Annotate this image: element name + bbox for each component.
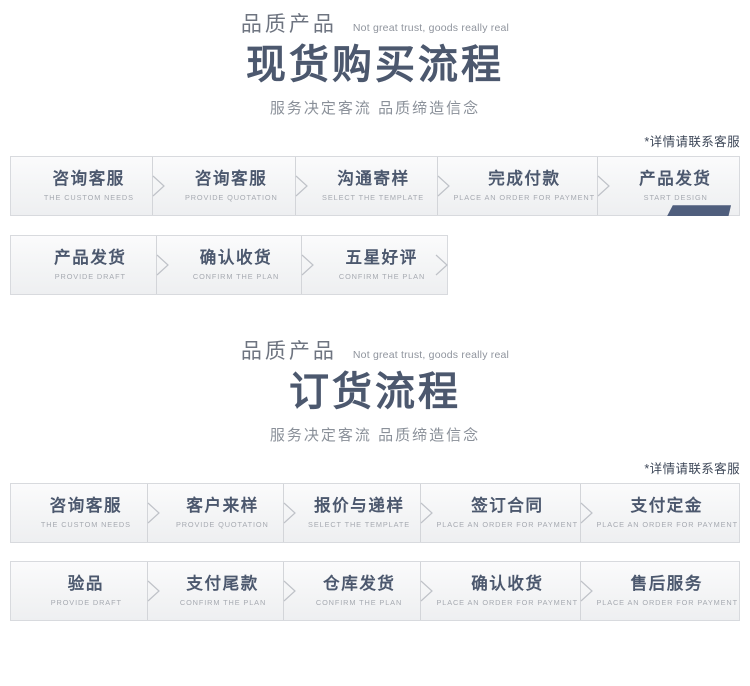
chevron-right-end-icon bbox=[435, 254, 448, 276]
flow-step[interactable]: 完成付款 PLACE AN ORDER FOR PAYMENT bbox=[437, 157, 596, 216]
eyebrow-en-text: Not great trust, goods really real bbox=[352, 22, 510, 34]
step-title: 报价与递样 bbox=[314, 497, 405, 516]
flow-step[interactable]: 确认收货 PLACE AN ORDER FOR PAYMENT bbox=[420, 562, 579, 621]
section-header: 品质产品 Not great trust, goods really real … bbox=[0, 335, 750, 445]
step-caption: PLACE AN ORDER FOR PAYMENT bbox=[596, 520, 738, 530]
step-title: 确认收货 bbox=[471, 575, 544, 594]
flow-step[interactable]: 五星好评 CONFIRM THE PLAN bbox=[301, 236, 448, 295]
page-title: 现货购买流程 bbox=[246, 43, 504, 87]
flow-step[interactable]: 支付尾款 CONFIRM THE PLAN bbox=[146, 562, 284, 621]
step-caption: SELECT THE TEMPLATE bbox=[308, 520, 411, 530]
flow-step[interactable]: 沟通寄样 SELECT THE TEMPLATE bbox=[294, 157, 437, 216]
chevron-right-icon bbox=[420, 580, 434, 602]
step-caption: PLACE AN ORDER FOR PAYMENT bbox=[436, 598, 579, 608]
step-title: 产品发货 bbox=[639, 170, 712, 189]
step-title: 咨询客服 bbox=[52, 170, 125, 189]
flow-row: 咨询客服 THE CUSTOM NEEDS 咨询客服 PROVIDE QUOTA… bbox=[10, 156, 740, 217]
flow-step[interactable]: 咨询客服 THE CUSTOM NEEDS bbox=[11, 157, 152, 215]
flow-step[interactable]: 售后服务 PLACE AN ORDER FOR PAYMENT bbox=[579, 562, 739, 621]
flow-row: 产品发货 PROVIDE DRAFT 确认收货 CONFIRM THE PLAN… bbox=[10, 235, 448, 296]
step-caption: PLACE AN ORDER FOR PAYMENT bbox=[453, 193, 596, 203]
eyebrow-cn-text: 品质产品 bbox=[240, 13, 337, 36]
step-title: 签订合同 bbox=[471, 497, 544, 516]
step-caption: THE CUSTOM NEEDS bbox=[43, 193, 134, 203]
chevron-right-icon bbox=[152, 175, 166, 197]
step-title: 产品发货 bbox=[54, 249, 127, 268]
chevron-right-icon bbox=[597, 175, 610, 197]
step-caption: PROVIDE QUOTATION bbox=[184, 193, 278, 203]
chevron-right-icon bbox=[295, 175, 308, 197]
step-caption: SELECT THE TEMPLATE bbox=[322, 193, 425, 203]
flow-step[interactable]: 咨询客服 PROVIDE QUOTATION bbox=[152, 157, 294, 216]
flow-step[interactable]: 咨询客服 THE CUSTOM NEEDS bbox=[11, 484, 147, 542]
step-title: 仓库发货 bbox=[323, 575, 396, 594]
step-title: 完成付款 bbox=[488, 170, 561, 189]
step-title: 五星好评 bbox=[345, 249, 418, 268]
step-title: 确认收货 bbox=[199, 249, 273, 268]
accent-tab-decoration bbox=[667, 205, 732, 217]
step-caption: CONFIRM THE PLAN bbox=[338, 272, 425, 282]
contact-note: *详情请联系客服 bbox=[644, 135, 740, 150]
step-caption: PLACE AN ORDER FOR PAYMENT bbox=[436, 520, 579, 530]
flow-row: 验品 PROVIDE DRAFT 支付尾款 CONFIRM THE PLAN 仓… bbox=[10, 561, 740, 622]
step-title: 客户来样 bbox=[186, 497, 259, 516]
step-caption: PROVIDE DRAFT bbox=[50, 598, 122, 608]
flow-row: 咨询客服 THE CUSTOM NEEDS 客户来样 PROVIDE QUOTA… bbox=[10, 483, 740, 544]
section-header: 品质产品 Not great trust, goods really real … bbox=[0, 0, 750, 118]
contact-note: *详情请联系客服 bbox=[644, 462, 740, 477]
section-order-process: 品质产品 Not great trust, goods really real … bbox=[0, 335, 750, 622]
step-caption: CONFIRM THE PLAN bbox=[316, 598, 403, 608]
section-in-stock-purchase: 品质产品 Not great trust, goods really real … bbox=[0, 0, 750, 296]
step-caption: PLACE AN ORDER FOR PAYMENT bbox=[596, 598, 738, 608]
step-caption: THE CUSTOM NEEDS bbox=[40, 520, 131, 530]
page-title: 订货流程 bbox=[289, 370, 461, 415]
header-eyebrow: 品质产品 Not great trust, goods really real bbox=[0, 8, 750, 38]
step-caption: START DESIGN bbox=[643, 193, 708, 203]
flow-step[interactable]: 仓库发货 CONFIRM THE PLAN bbox=[283, 562, 420, 621]
chevron-right-icon bbox=[147, 502, 160, 524]
step-title: 售后服务 bbox=[630, 575, 704, 594]
chevron-right-icon bbox=[156, 254, 169, 276]
chevron-right-icon bbox=[301, 254, 315, 276]
chevron-right-icon bbox=[147, 580, 160, 602]
step-title: 支付尾款 bbox=[186, 575, 259, 594]
page-subtitle: 服务决定客流 品质缔造信念 bbox=[269, 427, 481, 445]
flow-step[interactable]: 产品发货 START DESIGN bbox=[596, 157, 739, 217]
flow-step[interactable]: 报价与递样 SELECT THE TEMPLATE bbox=[283, 484, 420, 543]
step-title: 支付定金 bbox=[630, 497, 704, 516]
flow-step[interactable]: 确认收货 CONFIRM THE PLAN bbox=[155, 236, 302, 295]
chevron-right-icon bbox=[580, 502, 593, 524]
step-caption: PROVIDE DRAFT bbox=[54, 272, 126, 282]
eyebrow-cn-text: 品质产品 bbox=[240, 340, 337, 364]
step-caption: PROVIDE QUOTATION bbox=[176, 520, 269, 530]
promo-flow-page: 品质产品 Not great trust, goods really real … bbox=[0, 0, 750, 622]
flow-step[interactable]: 签订合同 PLACE AN ORDER FOR PAYMENT bbox=[420, 484, 579, 543]
page-subtitle: 服务决定客流 品质缔造信念 bbox=[269, 100, 481, 118]
chevron-right-icon bbox=[437, 175, 451, 197]
flow-step[interactable]: 客户来样 PROVIDE QUOTATION bbox=[146, 484, 284, 543]
header-eyebrow: 品质产品 Not great trust, goods really real bbox=[0, 335, 750, 365]
chevron-right-icon bbox=[420, 502, 434, 524]
flow-step[interactable]: 产品发货 PROVIDE DRAFT bbox=[11, 236, 156, 294]
step-caption: CONFIRM THE PLAN bbox=[179, 598, 266, 608]
flow-step[interactable]: 验品 PROVIDE DRAFT bbox=[11, 562, 147, 620]
step-caption: CONFIRM THE PLAN bbox=[192, 272, 280, 282]
chevron-right-icon bbox=[283, 502, 297, 524]
chevron-right-icon bbox=[580, 580, 593, 602]
step-title: 沟通寄样 bbox=[337, 170, 410, 189]
step-title: 咨询客服 bbox=[194, 170, 268, 189]
chevron-right-icon bbox=[283, 580, 297, 602]
flow-step[interactable]: 支付定金 PLACE AN ORDER FOR PAYMENT bbox=[579, 484, 739, 543]
step-title: 验品 bbox=[67, 575, 104, 594]
eyebrow-en-text: Not great trust, goods really real bbox=[352, 349, 510, 362]
step-title: 咨询客服 bbox=[49, 497, 123, 516]
